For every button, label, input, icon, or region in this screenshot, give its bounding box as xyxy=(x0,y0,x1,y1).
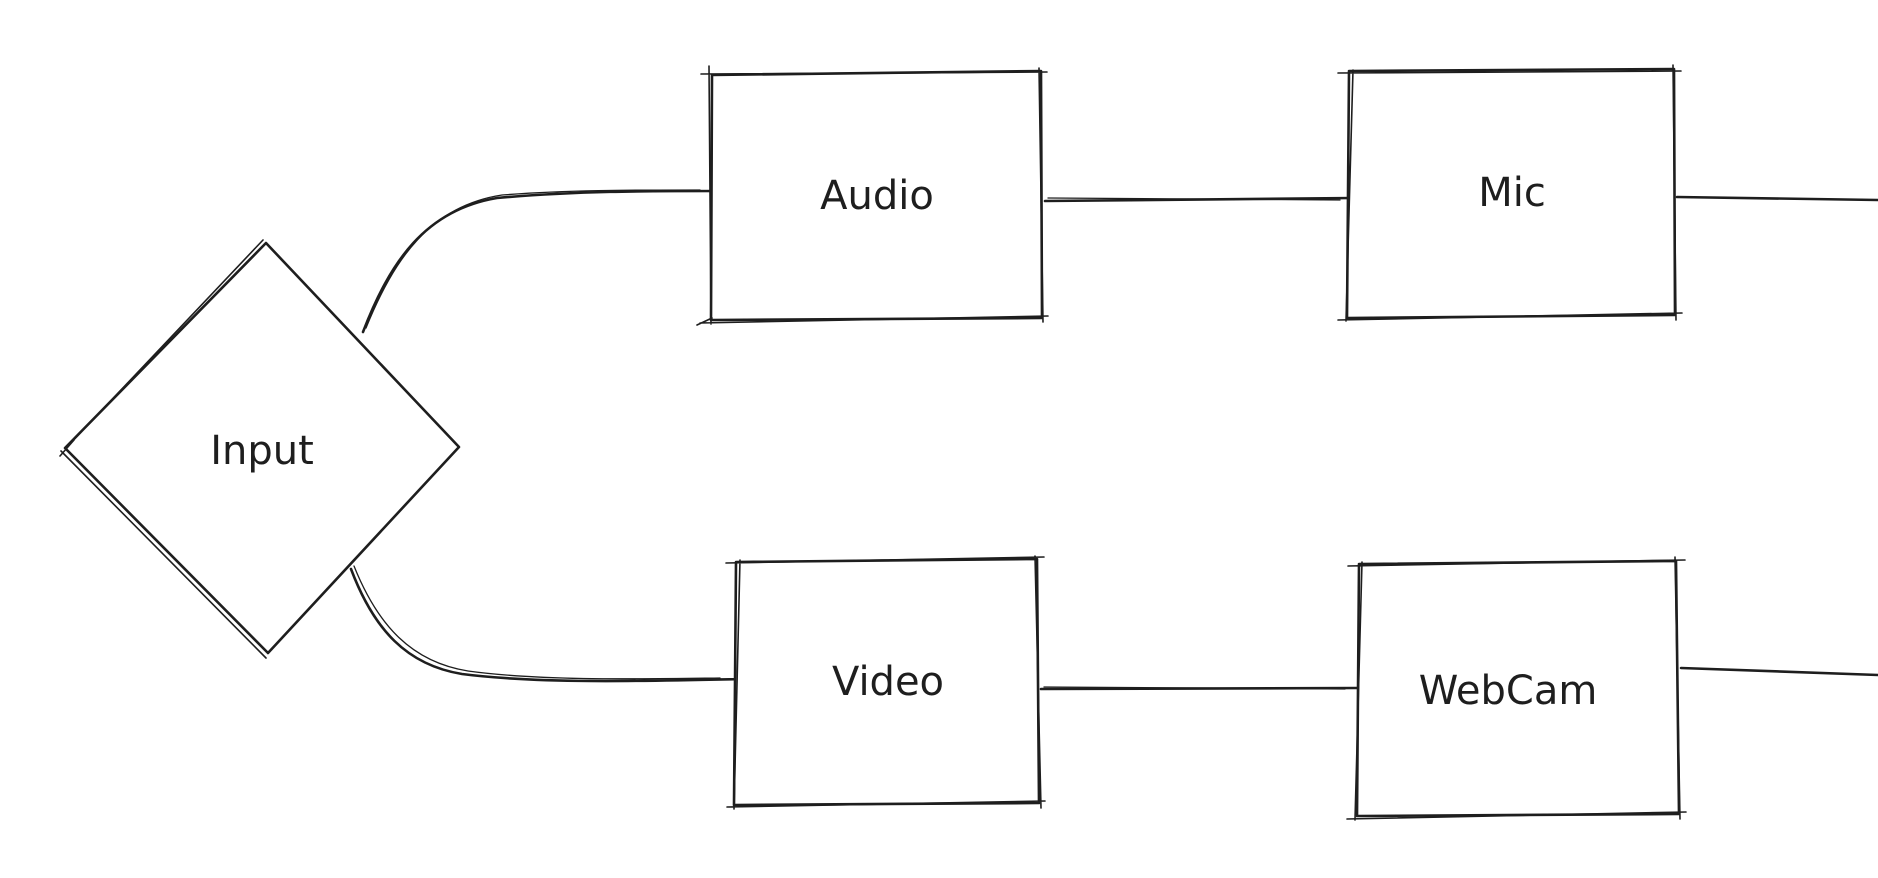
webcam-label: WebCam xyxy=(1419,668,1598,714)
node-audio[interactable]: Audio xyxy=(696,65,1049,326)
edge-audio-mic[interactable] xyxy=(1043,196,1355,203)
edge-video-webcam[interactable] xyxy=(1039,686,1360,691)
mic-label: Mic xyxy=(1478,170,1546,216)
video-label: Video xyxy=(832,659,944,705)
edge-mic-right[interactable] xyxy=(1675,195,1878,202)
edge-input-audio[interactable] xyxy=(361,189,726,334)
input-label: Input xyxy=(210,428,314,474)
node-webcam[interactable]: WebCam xyxy=(1346,556,1687,821)
edge-webcam-right[interactable] xyxy=(1679,666,1878,677)
input-diamond-shape[interactable] xyxy=(63,241,461,655)
node-video[interactable]: Video xyxy=(725,555,1046,810)
edge-input-video[interactable] xyxy=(349,565,745,683)
audio-label: Audio xyxy=(820,173,934,219)
video-box-shape[interactable] xyxy=(732,557,1041,807)
node-input[interactable]: Input xyxy=(59,239,461,659)
node-mic[interactable]: Mic xyxy=(1337,64,1683,322)
